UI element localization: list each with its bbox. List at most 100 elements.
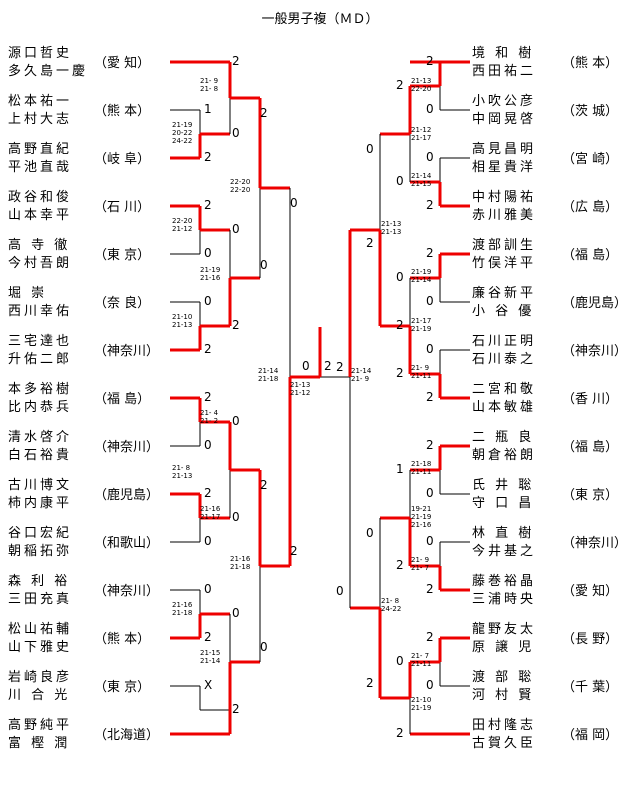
game-score: 21- 8 21-13 bbox=[172, 464, 193, 480]
score: 2 bbox=[204, 630, 212, 644]
player-name: 白石裕貴 bbox=[8, 448, 73, 463]
player-name: 田村隆志 bbox=[472, 718, 537, 733]
player-name: 二 瓶 良 bbox=[472, 430, 535, 445]
prefecture: （東 京） bbox=[94, 680, 151, 695]
player-name: 今井基之 bbox=[472, 544, 537, 559]
player-name: 守 口 昌 bbox=[472, 496, 535, 511]
score: 0 bbox=[336, 584, 344, 598]
game-score: 21-17 21-19 bbox=[411, 317, 432, 333]
score: 0 bbox=[302, 359, 310, 373]
page-title: 一般男子複（ＭＤ） bbox=[261, 12, 379, 27]
prefecture: （福 島） bbox=[94, 392, 151, 407]
player-name: 西田祐二 bbox=[472, 64, 537, 79]
prefecture: （神奈川） bbox=[562, 344, 628, 359]
prefecture: （愛 知） bbox=[94, 56, 151, 71]
prefecture: （神奈川） bbox=[94, 344, 160, 359]
score: 2 bbox=[396, 78, 404, 92]
game-score: 21- 9 21- 8 bbox=[200, 77, 219, 93]
score: 0 bbox=[232, 414, 240, 428]
score: 0 bbox=[426, 486, 434, 500]
player-name: 河 村 賢 bbox=[472, 688, 535, 703]
score: 2 bbox=[396, 366, 404, 380]
player-name: 川 合 光 bbox=[8, 688, 71, 703]
prefecture: （熊 本） bbox=[94, 104, 151, 119]
prefecture: （鹿児島） bbox=[94, 488, 160, 503]
score: 2 bbox=[204, 150, 212, 164]
score: 2 bbox=[204, 342, 212, 356]
score: 2 bbox=[396, 318, 404, 332]
score: 2 bbox=[366, 236, 374, 250]
player-name: 平池直哉 bbox=[8, 160, 73, 175]
score: 2 bbox=[204, 390, 212, 404]
player-name: 松山祐輔 bbox=[8, 622, 73, 637]
score: 2 bbox=[426, 54, 434, 68]
score: 2 bbox=[232, 54, 240, 68]
prefecture: （神奈川） bbox=[94, 584, 160, 599]
game-score: 19-21 21-19 21-16 bbox=[411, 505, 432, 529]
game-score: 21-18 21-11 bbox=[411, 460, 432, 476]
game-score: 21-13 21-13 bbox=[381, 220, 402, 236]
player-name: 三宅達也 bbox=[8, 334, 73, 349]
score: 2 bbox=[260, 478, 268, 492]
player-name: 小吹公彦 bbox=[472, 94, 537, 109]
game-score: 21-19 21-14 bbox=[411, 268, 432, 284]
player-name: 竹俣洋平 bbox=[472, 256, 537, 271]
player-name: 今村吾朗 bbox=[8, 256, 73, 271]
player-name: 高見昌明 bbox=[472, 142, 537, 157]
game-score: 21-14 21-18 bbox=[258, 367, 279, 383]
player-name: 藤巻裕晶 bbox=[472, 574, 537, 589]
score: X bbox=[204, 678, 213, 692]
score: 0 bbox=[204, 534, 212, 548]
prefecture: （福 島） bbox=[562, 248, 619, 263]
game-score: 21-10 21-19 bbox=[411, 696, 432, 712]
player-name: 朝稲拓弥 bbox=[8, 544, 73, 559]
player-name: 石川正明 bbox=[472, 334, 537, 349]
game-score: 21-15 21-14 bbox=[200, 649, 221, 665]
prefecture: （福 島） bbox=[562, 440, 619, 455]
prefecture: （奈 良） bbox=[94, 296, 151, 311]
game-score: 21- 4 21- 2 bbox=[200, 409, 219, 425]
player-name: 多久島一慶 bbox=[8, 64, 89, 79]
game-score: 21-19 20-22 24-22 bbox=[172, 121, 193, 145]
prefecture: （福 岡） bbox=[562, 728, 619, 743]
player-name: 山下雅史 bbox=[8, 640, 73, 655]
prefecture: （愛 知） bbox=[562, 584, 619, 599]
score: 0 bbox=[232, 510, 240, 524]
score: 2 bbox=[204, 198, 212, 212]
prefecture: （熊 本） bbox=[562, 56, 619, 71]
score: 0 bbox=[232, 222, 240, 236]
player-name: 松本祐一 bbox=[8, 94, 73, 109]
prefecture: （神奈川） bbox=[562, 536, 628, 551]
score: 0 bbox=[396, 270, 404, 284]
score: 2 bbox=[426, 438, 434, 452]
player-name: 高 寺 徹 bbox=[8, 238, 71, 253]
score: 1 bbox=[396, 462, 404, 476]
score: 2 bbox=[396, 558, 404, 572]
score: 0 bbox=[204, 294, 212, 308]
score: 2 bbox=[232, 702, 240, 716]
game-score: 21- 9 21-11 bbox=[411, 364, 432, 380]
score: 2 bbox=[366, 676, 374, 690]
game-score: 21-12 21-17 bbox=[411, 126, 432, 142]
score: 0 bbox=[366, 142, 374, 156]
player-name: 中村陽祐 bbox=[472, 190, 537, 205]
prefecture: （熊 本） bbox=[94, 632, 151, 647]
player-name: 岩崎良彦 bbox=[8, 670, 73, 685]
score: 0 bbox=[232, 126, 240, 140]
score: 2 bbox=[290, 544, 298, 558]
game-score: 21-19 21-16 bbox=[200, 266, 221, 282]
game-score: 21- 8 24-22 bbox=[381, 597, 402, 613]
player-name: 赤川雅美 bbox=[472, 208, 537, 223]
player-name: 原 譲 児 bbox=[472, 640, 535, 655]
player-name: 渡 部 聡 bbox=[472, 670, 535, 685]
player-name: 渡部訓生 bbox=[472, 238, 537, 253]
score: 0 bbox=[396, 654, 404, 668]
prefecture: （岐 阜） bbox=[94, 152, 151, 167]
game-score: 21-14 21- 9 bbox=[351, 367, 372, 383]
player-name: 升佑二郎 bbox=[8, 352, 73, 367]
score: 2 bbox=[204, 486, 212, 500]
prefecture: （北海道） bbox=[94, 728, 160, 743]
prefecture: （千 葉） bbox=[562, 680, 619, 695]
score: 2 bbox=[426, 390, 434, 404]
